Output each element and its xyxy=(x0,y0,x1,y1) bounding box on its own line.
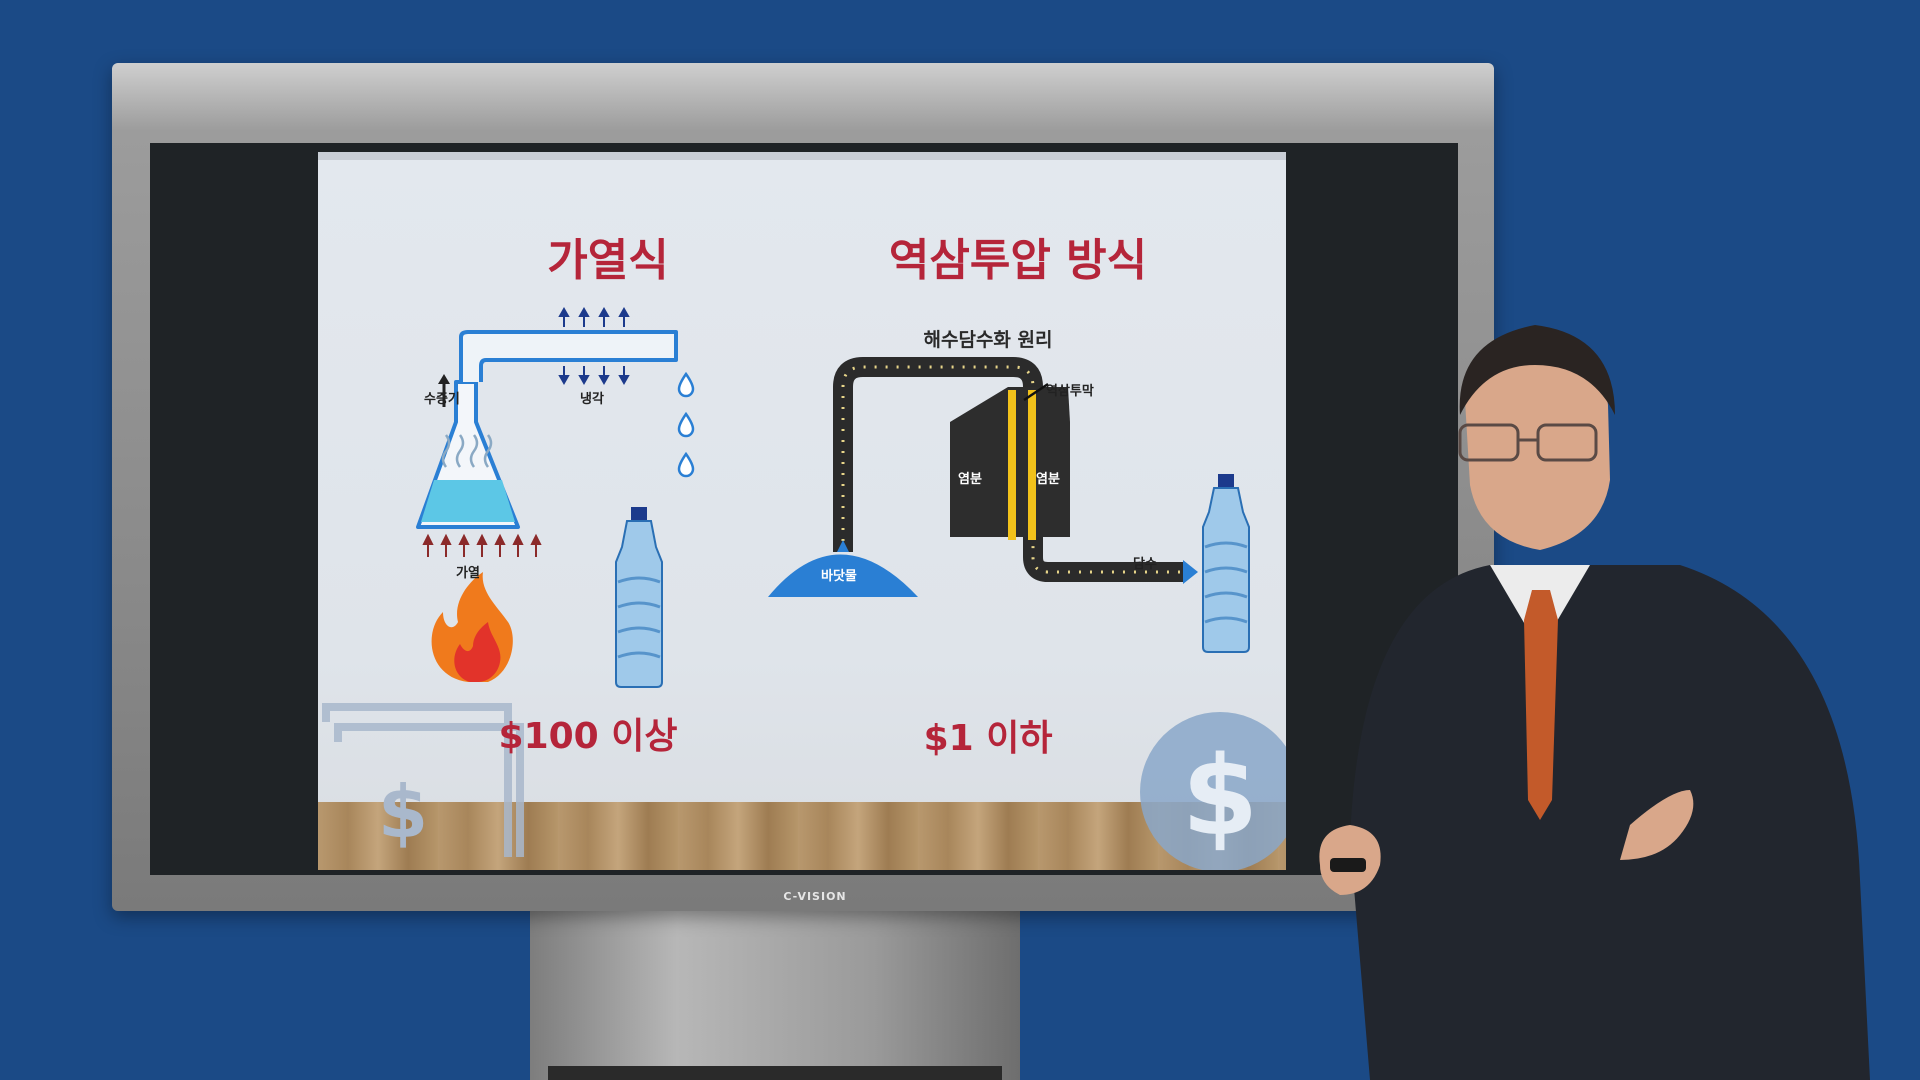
presenter-suit xyxy=(1350,565,1870,1080)
freshwater-arrow-icon xyxy=(1183,560,1198,584)
reverse-osmosis-diagram: $ $ xyxy=(378,357,1286,870)
flame-icon xyxy=(431,572,513,682)
condenser-pipe-icon xyxy=(459,330,678,382)
presenter-right-hand xyxy=(1620,790,1694,860)
monitor-stand xyxy=(530,905,1020,1080)
presenter-figure xyxy=(1319,325,1870,1080)
monitor-stand-base xyxy=(548,1066,1002,1080)
cooling-down-arrows-icon xyxy=(558,366,630,386)
ro-water-bottle-icon xyxy=(1202,474,1250,653)
freshwater-label: 담수 xyxy=(1133,557,1157,572)
monitor-brand-label: C-VISION xyxy=(783,890,847,903)
right-title: 역삼투압 방식 xyxy=(888,235,1148,286)
vapor-label: 수증기 xyxy=(424,392,460,407)
right-price: $1 이하 xyxy=(923,718,1053,759)
flask-water xyxy=(421,480,515,522)
presentation-slide: $ $ 가열식 역삼투압 방식 해수담수화 원리 수증기 냉각 가열 역삼투막 … xyxy=(318,152,1286,870)
distillation-diagram xyxy=(322,306,695,857)
glasses-icon xyxy=(1458,423,1598,462)
presenter-hair xyxy=(1459,325,1615,415)
vapor-arrow-head xyxy=(438,374,450,384)
cooling-label: 냉각 xyxy=(580,392,604,407)
banknote-icon xyxy=(322,703,524,857)
heat-arrows-icon xyxy=(422,533,542,557)
membrane-layer xyxy=(1008,390,1016,540)
presenter-tie xyxy=(1524,590,1558,820)
banknote-dollar-symbol: $ xyxy=(378,770,428,854)
water-drop-icon xyxy=(677,371,695,478)
seawater-dome-icon xyxy=(768,554,918,597)
cooling-up-arrows-icon xyxy=(558,306,630,327)
left-title: 가열식 xyxy=(547,235,669,286)
dollar-coin-icon: $ xyxy=(1140,712,1286,870)
presentation-clicker-icon xyxy=(1330,858,1366,872)
left-price: $100 이상 xyxy=(498,716,678,757)
seawater-label: 바닷물 xyxy=(821,569,857,584)
dollar-symbol: $ xyxy=(1182,732,1259,860)
salt-right-label: 염분 xyxy=(1036,472,1060,487)
salt-left-label: 염분 xyxy=(958,472,982,487)
seawater-arrow-icon xyxy=(837,540,849,552)
heating-label: 가열 xyxy=(456,566,480,581)
slide-diagram: $ $ xyxy=(322,306,1286,870)
membrane-pointer-line xyxy=(1023,382,1049,402)
membrane-layer-2 xyxy=(1028,390,1036,540)
right-subtitle: 해수담수화 원리 xyxy=(923,329,1053,351)
wood-floor-decoration xyxy=(318,802,1286,870)
slide-top-strip xyxy=(318,152,1286,160)
steam-lines-icon xyxy=(441,434,493,468)
ro-pipe-particles xyxy=(841,365,1183,574)
membrane-label: 역삼투막 xyxy=(1046,384,1094,399)
water-bottle-icon xyxy=(615,507,663,688)
